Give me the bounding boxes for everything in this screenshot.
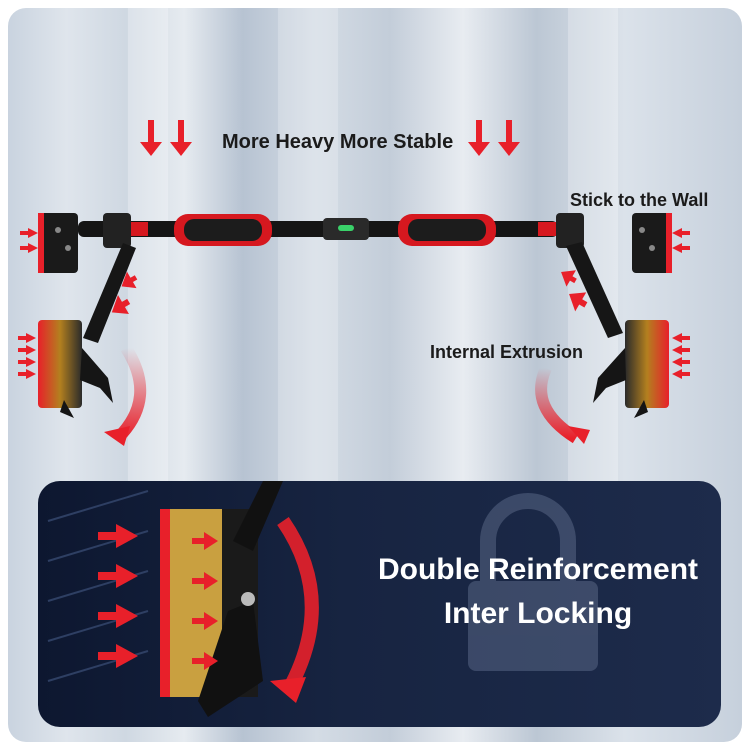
- left-wall-mount: [38, 213, 136, 418]
- up-arrow-icon: [111, 270, 588, 314]
- side-arrow-icon: [98, 524, 218, 670]
- product-image-frame: More Heavy More Stable Stick to the Wall…: [8, 8, 742, 742]
- detail-panel: Double Reinforcement Inter Locking: [38, 481, 721, 727]
- label-stick-to-wall: Stick to the Wall: [570, 190, 709, 210]
- pull-up-bar: [78, 214, 558, 246]
- panel-title-line1: Double Reinforcement: [377, 553, 699, 586]
- right-pad: [625, 320, 669, 408]
- left-pad: [38, 320, 82, 408]
- side-arrow-icon: [18, 228, 690, 379]
- detail-illustration: [47, 481, 598, 717]
- label-internal-extrusion: Internal Extrusion: [430, 342, 584, 362]
- curved-arrow-icon: [104, 344, 590, 446]
- down-arrow-icon: [140, 120, 520, 156]
- right-wall-mount: [556, 213, 672, 418]
- padlock-icon: [468, 493, 598, 671]
- panel-title-line2: Inter Locking: [443, 597, 633, 630]
- curved-arrow-icon: [277, 517, 319, 695]
- headline: More Heavy More Stable: [222, 131, 454, 153]
- bg-stripe: [278, 8, 338, 488]
- pull-up-bar-illustration: [18, 120, 690, 446]
